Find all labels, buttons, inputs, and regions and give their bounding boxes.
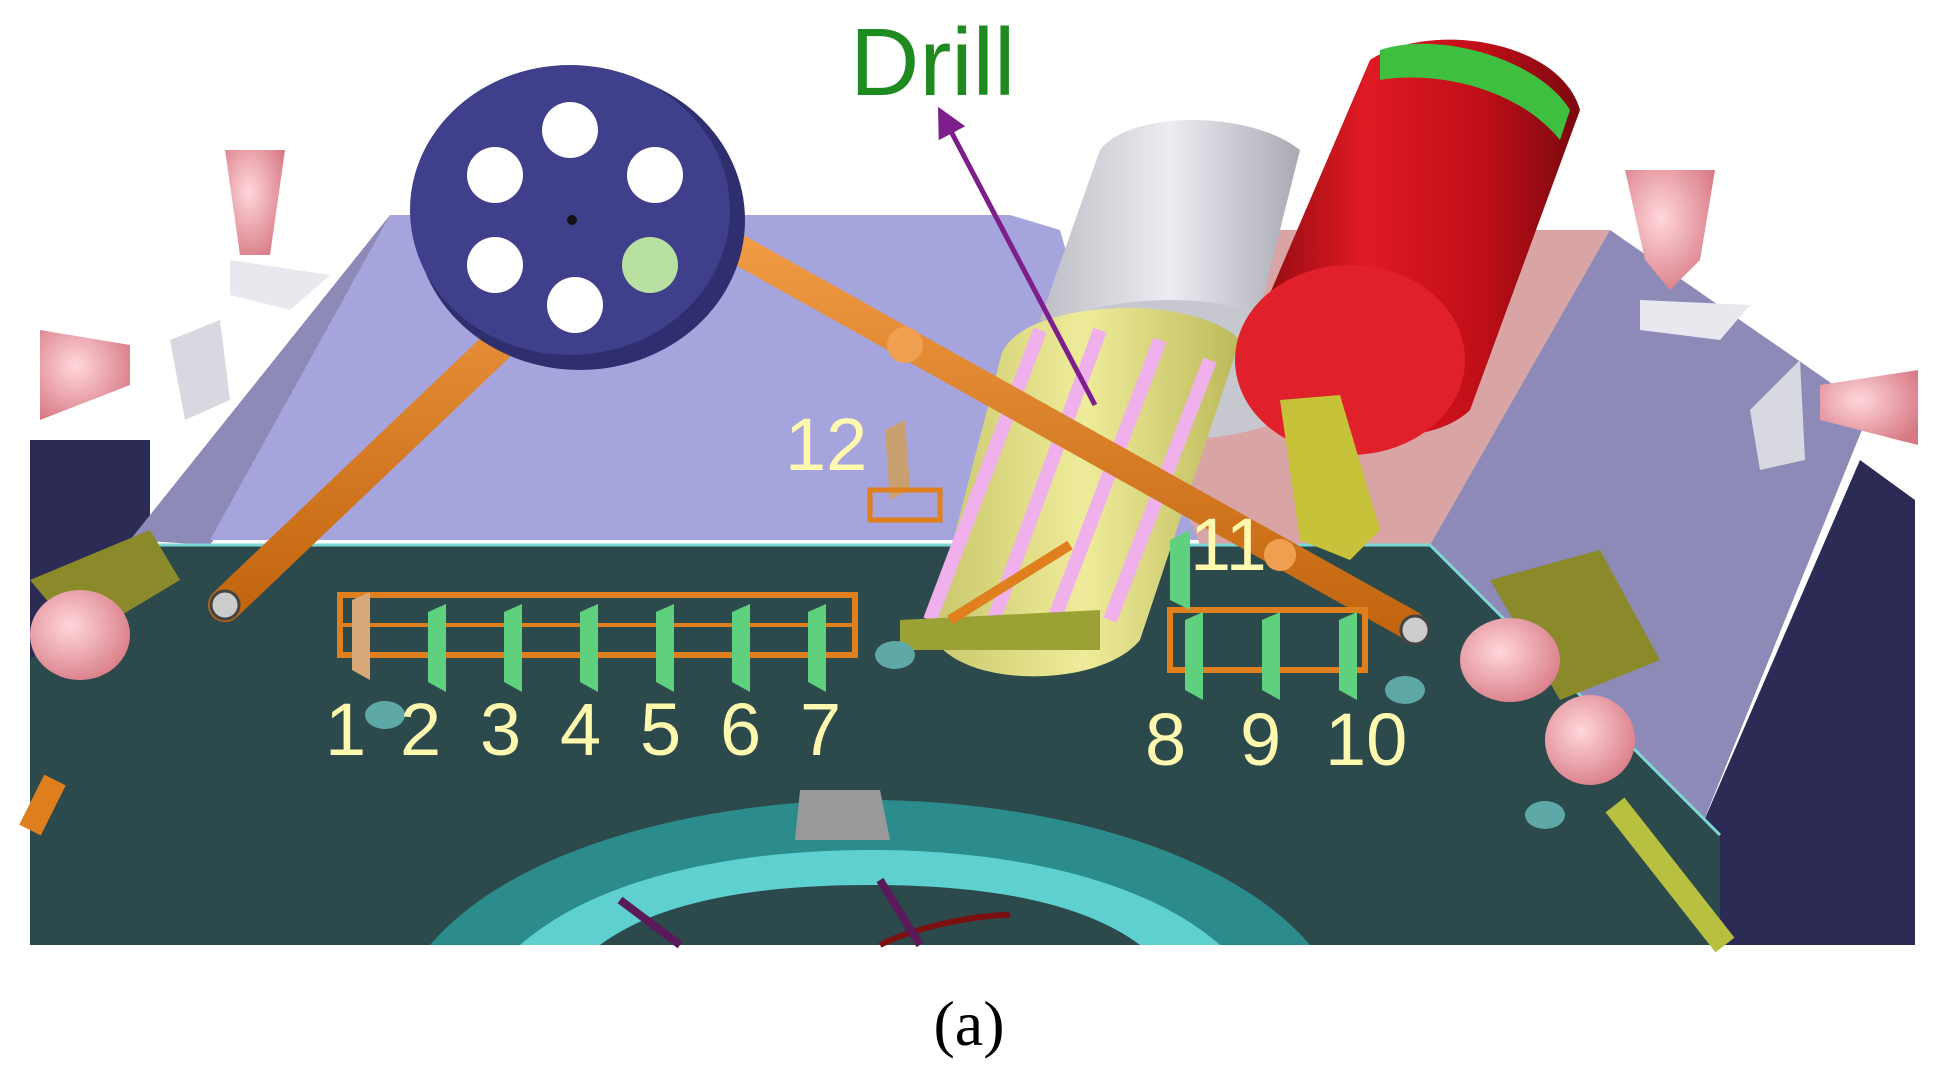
thruster-cone-left bbox=[40, 330, 130, 420]
boom-end-right bbox=[1399, 614, 1431, 646]
leg-right bbox=[1605, 797, 1735, 953]
slot-plate-5 bbox=[656, 604, 674, 692]
ring-core bbox=[600, 885, 1140, 945]
slot-label-3: 3 bbox=[480, 688, 521, 771]
slot-label-8: 8 bbox=[1145, 698, 1186, 781]
thruster-cone-top-right bbox=[1625, 170, 1715, 290]
left-sloped-wall bbox=[130, 215, 390, 545]
right-sloped-wall bbox=[1430, 230, 1870, 830]
ring-strut-2 bbox=[876, 877, 924, 948]
ring-bracket bbox=[795, 790, 890, 840]
red-cylinder-band bbox=[1380, 43, 1570, 140]
slot-plate-2 bbox=[428, 604, 446, 692]
thruster-cone-top-left bbox=[225, 150, 285, 255]
ring-red-arc bbox=[878, 912, 1011, 948]
slot-label-10: 10 bbox=[1325, 698, 1407, 781]
thruster-cone-far-right-1 bbox=[1460, 618, 1560, 702]
carousel-hole-6 bbox=[467, 147, 523, 203]
drill-arrow bbox=[938, 106, 1098, 407]
slot-plate-4 bbox=[580, 604, 598, 692]
slot-rack-left bbox=[337, 592, 858, 692]
slot-rack-right bbox=[1167, 530, 1368, 700]
main-deck bbox=[30, 545, 1720, 945]
carousel-hole-2 bbox=[627, 147, 683, 203]
carousel-hole-5 bbox=[467, 237, 523, 293]
slot-labels: 1 2 3 4 5 6 7 8 9 10 11 12 bbox=[325, 403, 1407, 781]
boom-end-left bbox=[209, 589, 241, 621]
carousel-hub bbox=[567, 215, 577, 225]
boom-joint-2 bbox=[1264, 539, 1296, 571]
thruster-cone-far-right-2 bbox=[1545, 695, 1635, 785]
slot-plate-1 bbox=[352, 592, 370, 680]
figure-caption: (a) bbox=[933, 988, 1004, 1059]
sample-carousel-wheel bbox=[410, 65, 745, 370]
slot-plate-11 bbox=[1170, 530, 1190, 610]
red-cylinder-stand bbox=[1280, 395, 1380, 560]
carousel-hole-4 bbox=[547, 277, 603, 333]
thruster-cone-right bbox=[1820, 370, 1918, 445]
slot-label-9: 9 bbox=[1240, 698, 1281, 781]
thruster-cone-far-left bbox=[30, 590, 130, 680]
slot-label-12: 12 bbox=[785, 403, 867, 486]
thruster-mount-top-left bbox=[230, 260, 330, 310]
carousel-hole-3 bbox=[622, 237, 678, 293]
thruster-bracket-right bbox=[1750, 360, 1805, 470]
docking-ring bbox=[430, 790, 1310, 949]
rod-3 bbox=[1043, 337, 1167, 633]
thruster-bracket-left bbox=[170, 320, 230, 420]
slot-plate-3 bbox=[504, 604, 522, 692]
thrusters bbox=[19, 150, 1918, 953]
ring-strut-1 bbox=[617, 896, 683, 949]
right-side-panel bbox=[1700, 460, 1915, 945]
slot-12-fixture bbox=[867, 420, 943, 523]
slot-plate-7 bbox=[808, 604, 826, 692]
drill-callout: Drill bbox=[850, 9, 1098, 407]
deck-fixtures bbox=[365, 641, 1565, 829]
leg-left bbox=[19, 774, 66, 836]
rod-1 bbox=[923, 327, 1047, 623]
slot-label-1: 1 bbox=[325, 688, 366, 771]
slot-plate-10 bbox=[1339, 612, 1357, 700]
slot-label-7: 7 bbox=[800, 688, 841, 771]
slot-label-4: 4 bbox=[560, 688, 601, 771]
slot-label-2: 2 bbox=[400, 688, 441, 771]
boom-joint-1 bbox=[887, 327, 923, 363]
drill-label: Drill bbox=[850, 9, 1015, 116]
slot-plate-8 bbox=[1185, 612, 1203, 700]
slot-plate-6 bbox=[732, 604, 750, 692]
slot-label-11: 11 bbox=[1190, 503, 1267, 586]
thruster-mount-far-right bbox=[1490, 550, 1660, 700]
slot-plate-9 bbox=[1262, 612, 1280, 700]
boom-small bbox=[947, 540, 1073, 625]
carousel-hole-1 bbox=[542, 102, 598, 158]
slot-label-5: 5 bbox=[640, 688, 681, 771]
red-cylinder bbox=[1235, 39, 1580, 560]
slot-label-6: 6 bbox=[720, 688, 761, 771]
thruster-mount-top-right bbox=[1640, 300, 1750, 340]
